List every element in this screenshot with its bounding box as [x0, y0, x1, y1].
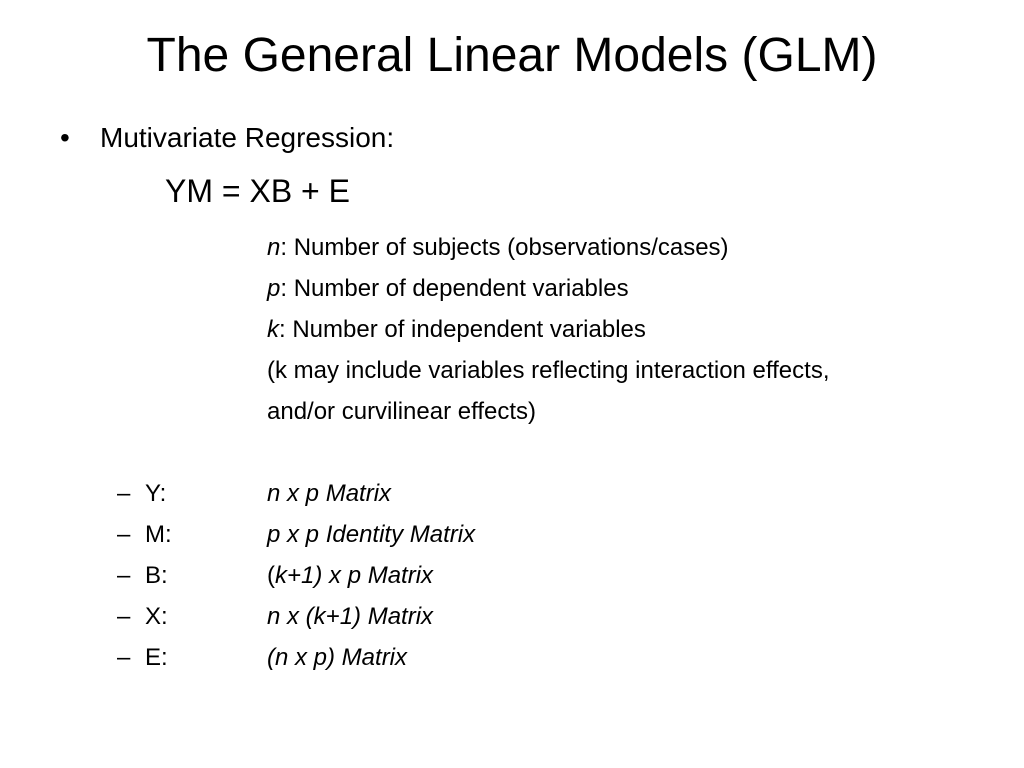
matrix-description: n x p Matrix — [267, 473, 391, 514]
matrix-description: n x (k+1) Matrix — [267, 596, 433, 637]
slide-title: The General Linear Models (GLM) — [146, 29, 878, 82]
matrix-dimension: n x p Matrix — [267, 480, 392, 507]
definition-list: n: Number of subjects (observations/case… — [267, 227, 830, 432]
matrix-dimension: k+1) x p Matrix — [275, 562, 434, 589]
dash-marker: – — [117, 521, 131, 548]
definition-item: n: Number of subjects (observations/case… — [267, 227, 830, 268]
matrix-prefix: ( — [267, 562, 275, 589]
definition-variable: p — [267, 275, 281, 302]
equation: YM = XB + E — [165, 173, 350, 209]
matrix-description: p x p Identity Matrix — [267, 514, 475, 555]
bullet-item: • Mutivariate Regression: — [60, 120, 394, 156]
definition-text: : Number of subjects (observations/cases… — [280, 234, 729, 261]
definition-text: and/or curvilinear effects) — [267, 398, 537, 425]
matrix-dimension: n x (k+1) Matrix — [267, 603, 434, 630]
definition-variable: k — [267, 316, 279, 343]
matrix-symbol: M: — [145, 521, 172, 548]
definition-text: : Number of dependent variables — [280, 275, 629, 302]
matrix-symbol: B: — [145, 562, 168, 589]
matrix-dimension: p x p Identity Matrix — [267, 521, 476, 548]
dash-marker: – — [117, 644, 131, 671]
definition-variable: n — [267, 234, 281, 261]
dash-marker: – — [117, 562, 131, 589]
matrix-symbol: E: — [145, 644, 168, 671]
bullet-marker: • — [60, 122, 70, 153]
definition-text: (k may include variables reflecting inte… — [267, 357, 830, 384]
definition-note: (k may include variables reflecting inte… — [267, 350, 830, 391]
definition-item: p: Number of dependent variables — [267, 268, 830, 309]
dash-marker: – — [117, 480, 131, 507]
definition-item: k: Number of independent variables — [267, 309, 830, 350]
matrix-description: (n x p) Matrix — [267, 637, 407, 678]
definition-text: : Number of independent variables — [279, 316, 646, 343]
matrix-symbol: Y: — [145, 480, 167, 507]
bullet-text: Mutivariate Regression: — [100, 122, 395, 153]
matrix-symbol: X: — [145, 603, 168, 630]
definition-note: and/or curvilinear effects) — [267, 391, 830, 432]
dash-marker: – — [117, 603, 131, 630]
matrix-dimension: (n x p) Matrix — [267, 644, 408, 671]
matrix-description: (k+1) x p Matrix — [267, 555, 433, 596]
